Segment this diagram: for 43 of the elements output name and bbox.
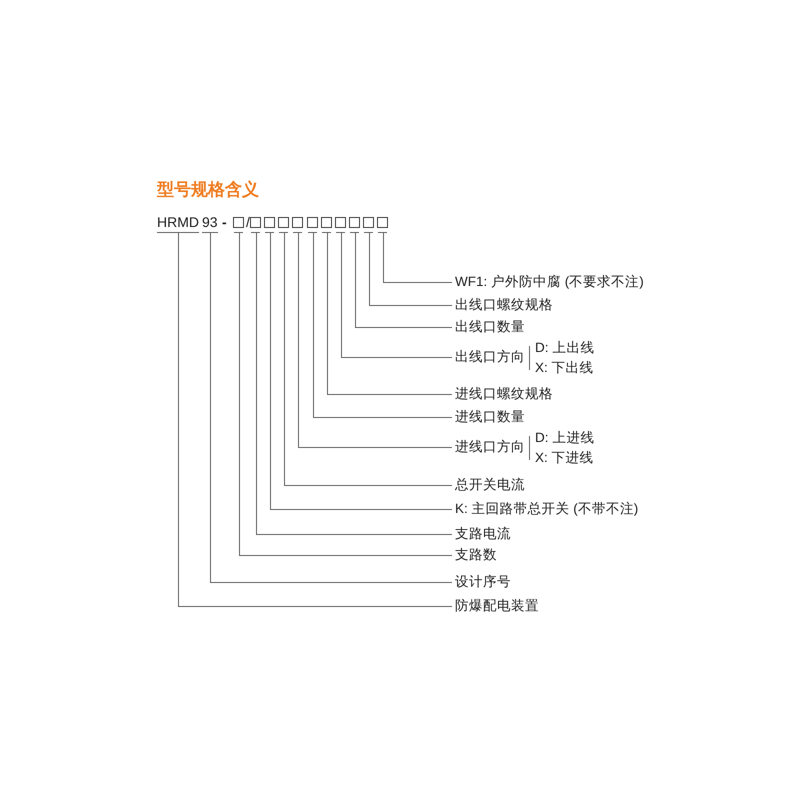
leader-line (383, 232, 452, 283)
placeholder-square (264, 217, 275, 233)
leader-line (355, 232, 452, 328)
placeholder-square (292, 217, 303, 233)
meaning-label: 出线口螺纹规格 (455, 297, 553, 313)
placeholder-square (250, 217, 261, 233)
leader-line (327, 232, 452, 395)
leader-line (341, 232, 452, 358)
meaning-label: 进线口螺纹规格 (455, 386, 553, 402)
placeholder-square (349, 217, 360, 233)
diagram-title: 型号规格含义 (157, 180, 259, 200)
code-segment: 93 (202, 214, 218, 233)
option-label: D: 上出线 (535, 340, 594, 356)
code-separator: - (222, 214, 227, 230)
meaning-label: 进线口数量 (455, 409, 525, 425)
option-label: X: 下进线 (535, 450, 594, 466)
leader-line (210, 232, 452, 583)
meaning-label: 出线口方向 (455, 349, 525, 365)
leader-line (178, 232, 452, 607)
meaning-label: 支路数 (455, 547, 497, 563)
option-label: D: 上进线 (535, 430, 594, 446)
code-separator: / (246, 214, 250, 230)
meaning-label: 进线口方向 (455, 439, 525, 455)
leader-line (369, 232, 452, 306)
placeholder-square (278, 217, 289, 233)
placeholder-square (363, 217, 374, 233)
placeholder-square (335, 217, 346, 233)
placeholder-square (307, 217, 318, 233)
meaning-label: K: 主回路带总开关 (不带不注) (455, 501, 638, 517)
placeholder-square (321, 217, 332, 233)
meaning-label: 出线口数量 (455, 319, 525, 335)
placeholder-square (233, 217, 244, 233)
option-label: X: 下出线 (535, 360, 594, 376)
placeholder-square (377, 217, 388, 233)
leader-line (284, 232, 452, 486)
meaning-label: 防爆配电装置 (455, 598, 539, 614)
meaning-label: 总开关电流 (455, 477, 525, 493)
meaning-label: 支路电流 (455, 526, 511, 542)
leader-line (313, 232, 452, 418)
meaning-label: 设计序号 (455, 574, 511, 590)
leader-line (298, 232, 452, 448)
code-segment: HRMD (157, 214, 199, 233)
meaning-label: WF1: 户外防中腐 (不要求不注) (455, 274, 644, 290)
